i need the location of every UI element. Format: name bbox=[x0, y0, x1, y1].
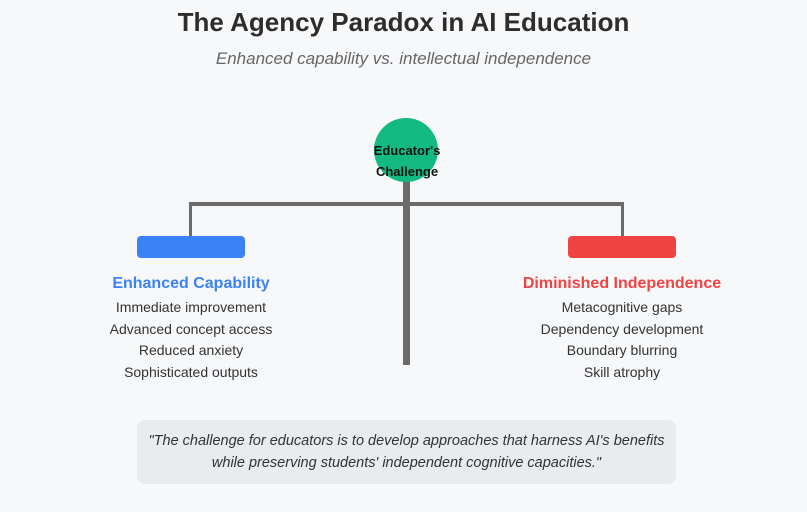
center-label-line1: Educator's bbox=[373, 143, 441, 158]
list-item: Immediate improvement bbox=[115, 299, 267, 315]
quote-text: "The challenge for educators is to devel… bbox=[147, 430, 667, 474]
right-pan bbox=[568, 236, 676, 258]
quote-line2: while preserving students' independent c… bbox=[211, 455, 602, 471]
center-circle bbox=[374, 118, 438, 182]
left-pan bbox=[137, 236, 245, 258]
list-item: Sophisticated outputs bbox=[124, 363, 258, 380]
diminished-independence-list: Metacognitive gaps Dependency developmen… bbox=[492, 297, 752, 383]
list-item: Advanced concept access bbox=[109, 320, 273, 337]
enhanced-capability-list: Immediate improvement Advanced concept a… bbox=[61, 297, 321, 383]
center-label-line2: Challenge bbox=[375, 164, 439, 179]
diagram-title: The Agency Paradox in AI Education bbox=[177, 7, 630, 37]
diminished-independence-heading: Diminished Independence bbox=[522, 275, 722, 292]
center-label: Educator's Challenge bbox=[346, 140, 468, 182]
right-hanger bbox=[621, 202, 624, 238]
enhanced-capability-group: Enhanced Capability Immediate improvemen… bbox=[61, 272, 321, 383]
list-item: Reduced anxiety bbox=[138, 342, 244, 358]
center-pillar bbox=[403, 175, 410, 365]
quote-box: "The challenge for educators is to devel… bbox=[137, 420, 676, 484]
list-item: Dependency development bbox=[540, 320, 704, 337]
enhanced-capability-heading: Enhanced Capability bbox=[112, 275, 270, 292]
horizontal-beam bbox=[189, 202, 624, 206]
left-hanger bbox=[189, 202, 192, 238]
list-item: Skill atrophy bbox=[583, 363, 661, 380]
list-item: Boundary blurring bbox=[566, 342, 678, 358]
quote-line1: "The challenge for educators is to devel… bbox=[148, 433, 665, 449]
diagram-subtitle: Enhanced capability vs. intellectual ind… bbox=[215, 49, 592, 68]
list-item: Metacognitive gaps bbox=[561, 299, 683, 315]
diminished-independence-group: Diminished Independence Metacognitive ga… bbox=[492, 272, 752, 383]
